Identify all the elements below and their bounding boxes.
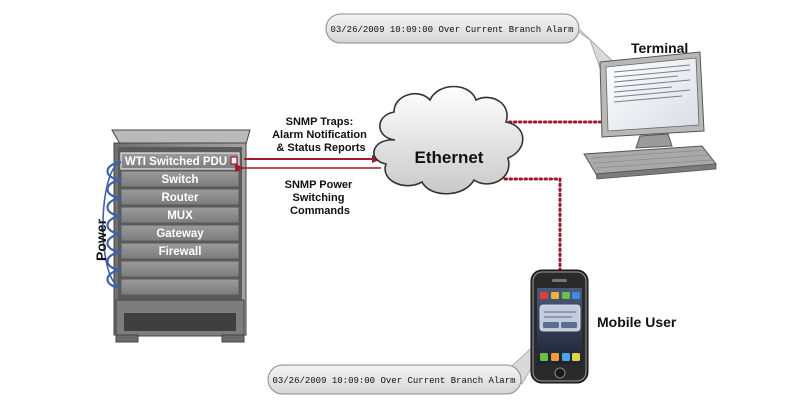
ethernet-label: Ethernet — [415, 148, 484, 167]
phone-app-icons — [540, 292, 580, 361]
mobile-link — [503, 177, 562, 272]
terminal-label: Terminal — [631, 40, 688, 56]
rack-unit-label: Switch — [161, 174, 198, 186]
rack-unit-label: Firewall — [159, 246, 202, 258]
phone-home-button — [554, 367, 566, 379]
mobile-alarm-text: 03/26/2009 10:09:00 Over Current Branch … — [272, 376, 515, 386]
rack-top — [111, 129, 251, 145]
terminal: 03/26/2009 10:09:00 Over Current Branch … — [325, 13, 717, 180]
monitor-stand — [635, 133, 673, 149]
rack-unit-wti-switched-pdu — [120, 152, 240, 170]
terminal-alarm-text: 03/26/2009 10:09:00 Over Current Branch … — [330, 25, 573, 35]
commands-label: SNMP Power Switching Commands — [285, 179, 356, 217]
rack-unit-label: MUX — [167, 210, 193, 222]
phone-speaker — [552, 279, 567, 282]
power-label: Power — [93, 218, 109, 261]
pdu-network-port-icon — [230, 156, 238, 165]
snmp-arrows: SNMP Traps: Alarm Notification & Status … — [235, 116, 382, 217]
power-cables — [102, 160, 122, 290]
ethernet-cloud: Ethernet — [373, 85, 524, 195]
terminal-log-lines — [613, 64, 691, 103]
mobile-alarm-bubble — [267, 364, 522, 395]
traps-label: SNMP Traps: Alarm Notification & Status … — [272, 116, 370, 154]
mobile-label: Mobile User — [597, 314, 677, 330]
rack-unit-label: Router — [161, 192, 199, 204]
rack-unit-blank-6 — [120, 260, 240, 278]
rack-unit-label: Gateway — [156, 228, 204, 240]
mobile-device: 03/26/2009 10:09:00 Over Current Branch … — [267, 269, 677, 395]
terminal-alarm-bubble — [325, 13, 580, 44]
rack-unit-label: WTI Switched PDU — [125, 156, 227, 168]
rack-unit-blank-7 — [120, 278, 240, 296]
